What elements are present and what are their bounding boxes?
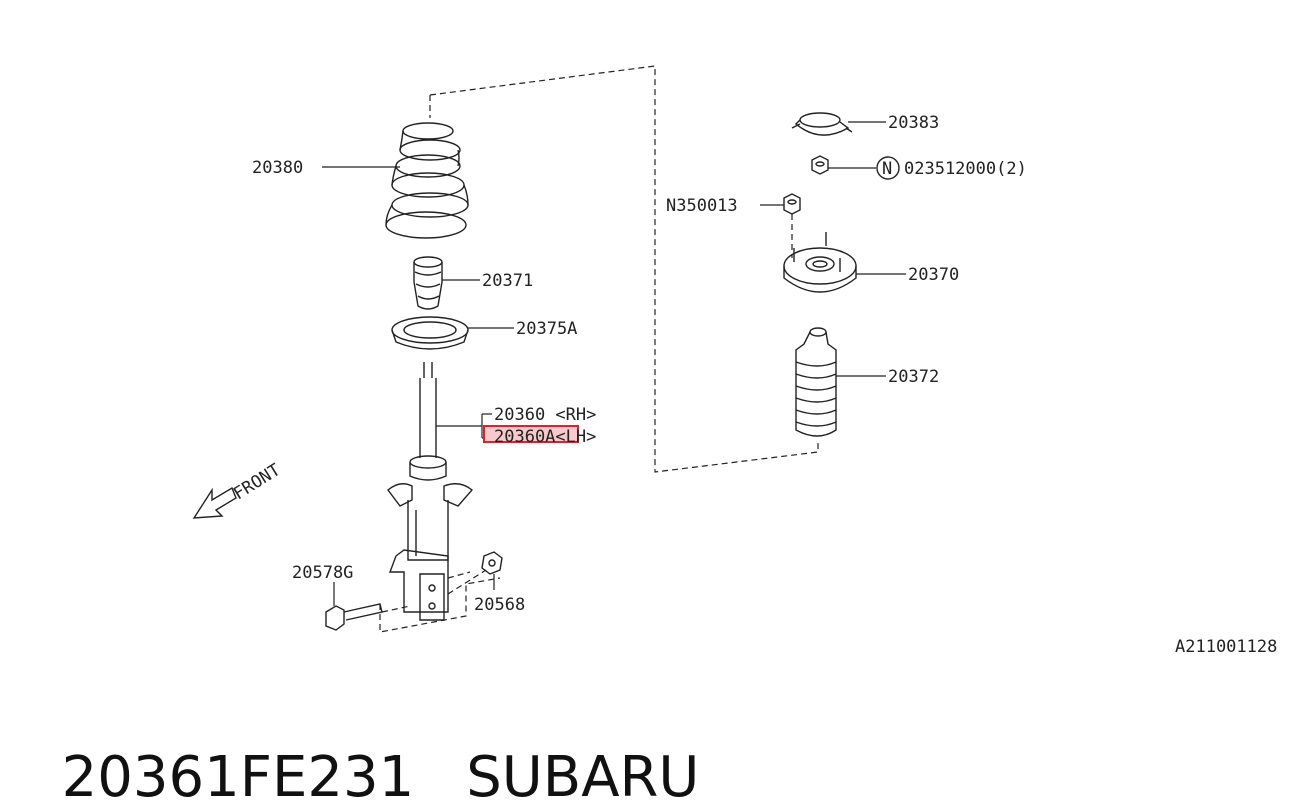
spring-seat-callout[interactable]: 20375A	[516, 319, 577, 339]
spring-callout[interactable]: 20380	[252, 158, 303, 178]
nut-circled-letter: N	[882, 159, 892, 179]
stud-nut-callout[interactable]: N350013	[666, 196, 738, 216]
bump-stop[interactable]	[413, 256, 443, 310]
flange-nut-callout[interactable]: 20568	[474, 595, 525, 615]
dust-boot[interactable]	[795, 327, 837, 437]
brand-name: SUBARU	[466, 745, 700, 810]
coil-spring[interactable]	[385, 122, 469, 239]
boot-callout[interactable]: 20372	[888, 367, 939, 387]
nut-circle-marker	[876, 156, 900, 180]
nut-code-callout[interactable]: 023512000(2)	[904, 159, 1027, 179]
strut-lh-highlight-box	[483, 425, 579, 443]
front-label: FRONT	[230, 460, 284, 504]
reference-code: A211001128	[1175, 637, 1277, 657]
spring-seat[interactable]	[391, 316, 469, 350]
strut-mount[interactable]	[783, 232, 857, 293]
bolt-dashed-path-2	[381, 605, 411, 613]
bolt-callout[interactable]: 20578G	[292, 563, 353, 583]
bolt-dashed-path-4	[447, 571, 471, 579]
bump-stop-callout[interactable]: 20371	[482, 271, 533, 291]
part-footer: 20361FE231 SUBARU	[26, 680, 700, 810]
strut-rh-callout[interactable]: 20360 <RH>	[494, 405, 596, 425]
cap-callout[interactable]: 20383	[888, 113, 939, 133]
exploded-view-boundary	[429, 65, 819, 473]
stud-nut[interactable]	[783, 193, 801, 215]
part-number: 20361FE231	[61, 745, 415, 810]
top-nut[interactable]	[811, 155, 829, 175]
strut-cap[interactable]	[791, 112, 853, 136]
strut-assembly-diagram: 20380 20371 20375A 20360 <RH> 20360A<LH>	[192, 65, 1277, 657]
flange-nut[interactable]	[481, 551, 503, 575]
strut-lh-callout[interactable]: 20360A<LH>	[494, 427, 596, 447]
mount-callout[interactable]: 20370	[908, 265, 959, 285]
front-arrow-icon	[192, 486, 237, 519]
bolt[interactable]	[325, 603, 383, 631]
bolt-dashed-path	[379, 577, 501, 633]
bolt-dashed-path-3	[447, 569, 487, 595]
strut[interactable]	[387, 362, 473, 621]
